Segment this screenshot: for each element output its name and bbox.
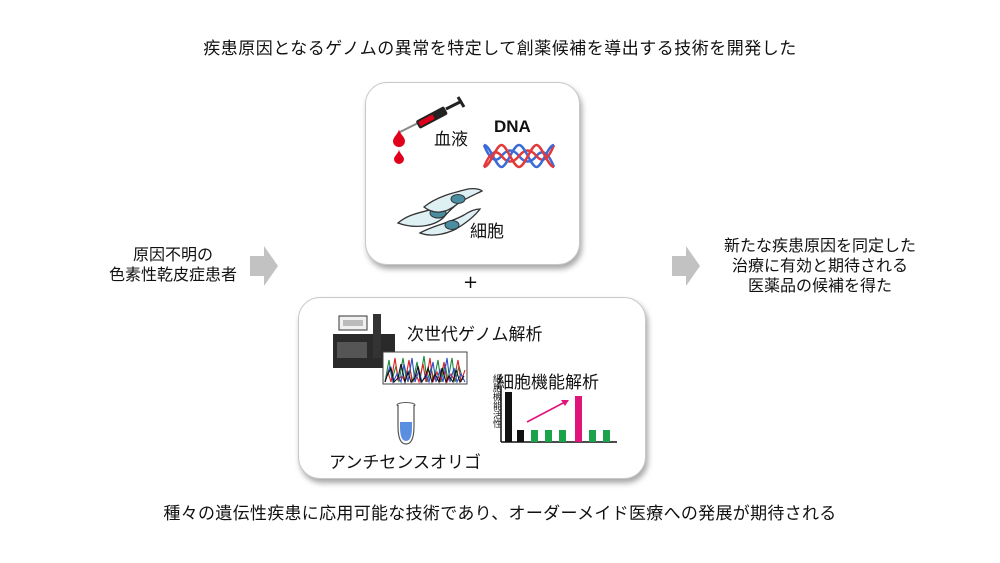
dna-helix-icon [482,143,556,169]
samples-box: 血液 DNA 細胞 [365,82,580,265]
outcome-line-3: 医薬品の候補を得た [747,276,892,295]
chromatogram-icon [382,351,468,385]
blood-label: 血液 [434,130,468,150]
dna-label: DNA [494,117,531,136]
arrow-right-icon [250,246,278,286]
outcome-line-1: 新たな疾患原因を同定した [723,236,916,255]
cells-icon [396,187,484,236]
antisense-label: アンチセンスオリゴ [329,453,481,473]
cell-label: 細胞 [470,222,504,242]
headline: 疾患原因となるゲノムの異常を特定して創薬候補を導出する技術を開発した [203,39,797,59]
assay-label: 細胞機能解析 [497,373,599,393]
ngs-label: 次世代ゲノム解析 [407,325,543,345]
bar-chart-icon [500,386,617,443]
plus-sign: + [463,272,479,293]
blood-drop-icon [393,129,405,164]
patient-line-1: 原因不明の [132,245,213,264]
footer-text: 種々の遺伝性疾患に応用可能な技術であり、オーダーメイド医療への発展が期待される [163,504,837,524]
patient-description: 原因不明の 色素性乾皮症患者 [78,245,268,285]
test-tube-icon [396,402,416,445]
outcome-description: 新たな疾患原因を同定した 治療に有効と期待される 医薬品の候補を得た [700,236,940,296]
outcome-line-2: 治療に有効と期待される [731,256,908,275]
methods-box: 次世代ゲノム解析 細胞機能解析 細胞機能活性 アンチセンスオリゴ [298,297,646,479]
arrow-right-icon [672,246,700,286]
chart-y-label: 細胞機能活性 [491,374,501,428]
syringe-icon [397,96,466,134]
patient-line-2: 色素性乾皮症患者 [108,265,237,284]
